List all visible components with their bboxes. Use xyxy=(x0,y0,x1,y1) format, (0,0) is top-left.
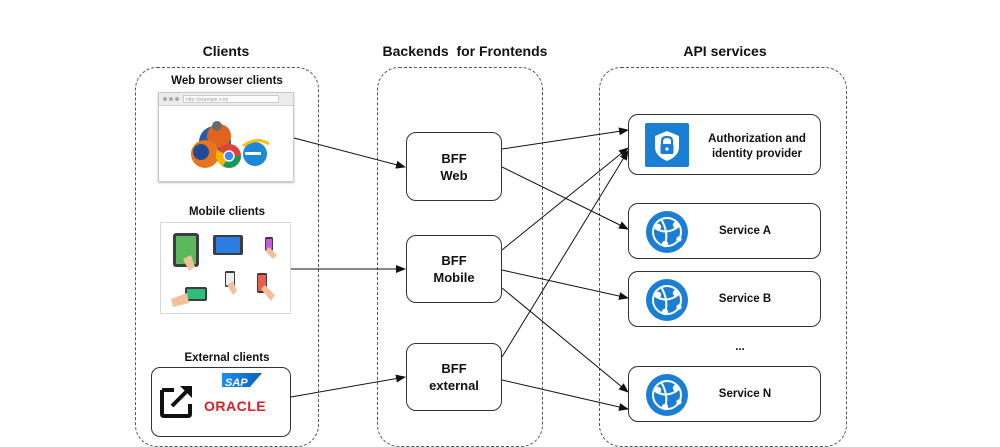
bff-external-line1: BFF xyxy=(441,361,467,376)
bff-web-line2: Web xyxy=(440,167,468,183)
bff-external-box: BFF external xyxy=(406,343,502,411)
service-b-box: Service B xyxy=(628,271,821,327)
bff-mobile-line1: BFF xyxy=(441,253,467,268)
globe-network-icon xyxy=(646,279,688,321)
lock-shield-icon xyxy=(645,123,689,167)
bff-web-box: BFF Web xyxy=(406,132,502,201)
external-link-icon xyxy=(160,386,192,418)
bff-column-title: Backends for Frontends xyxy=(382,43,548,59)
bff-web-line1: BFF xyxy=(441,150,467,166)
bff-external-line2: external xyxy=(429,378,479,393)
auth-identity-provider-box: Authorization and identity provider xyxy=(628,114,821,175)
service-b-label: Service B xyxy=(718,293,772,305)
browser-address-bar: http://example.com xyxy=(183,95,279,103)
arrow-bffexternal-to-servicen xyxy=(501,379,629,411)
web-browser-image: http://example.com xyxy=(158,92,294,182)
arrow-bffmobile-to-auth xyxy=(501,147,629,251)
clients-column-title: Clients xyxy=(202,43,250,59)
mobile-devices-image xyxy=(160,222,291,314)
globe-network-icon xyxy=(646,211,688,253)
browser-logos-icon xyxy=(191,121,270,168)
mobile-clients-label: Mobile clients xyxy=(188,206,266,218)
sap-logo: SAP xyxy=(222,373,262,387)
connector-arrows xyxy=(290,127,629,411)
services-ellipsis: ... xyxy=(735,341,745,353)
arrow-bffweb-to-auth xyxy=(501,127,629,150)
auth-label: Authorization and identity provider xyxy=(708,133,806,160)
globe-network-icon xyxy=(646,374,688,416)
arrow-web-to-bff-web xyxy=(293,137,406,169)
bff-mobile-box: BFF Mobile xyxy=(406,235,502,303)
mobile-devices-icon xyxy=(171,233,277,307)
api-column-title: API services xyxy=(683,43,767,59)
service-n-box: Service N xyxy=(628,366,821,422)
browser-toolbar: http://example.com xyxy=(159,93,293,106)
service-a-box: Service A xyxy=(628,203,821,259)
arrow-bffmobile-to-servicen xyxy=(501,287,629,393)
external-clients-label: External clients xyxy=(184,352,270,364)
oracle-logo: ORACLE xyxy=(204,398,267,414)
external-clients-box: SAP ORACLE xyxy=(151,367,291,437)
service-a-label: Service A xyxy=(719,225,771,237)
arrow-bffexternal-to-auth xyxy=(501,150,629,358)
arrow-bffmobile-to-serviceb xyxy=(501,269,629,300)
service-n-label: Service N xyxy=(718,388,772,400)
bff-mobile-line2: Mobile xyxy=(433,270,475,285)
web-clients-label: Web browser clients xyxy=(171,75,283,87)
arrow-bffweb-to-servicea xyxy=(501,166,629,230)
arrow-external-to-bff-external xyxy=(290,374,406,398)
